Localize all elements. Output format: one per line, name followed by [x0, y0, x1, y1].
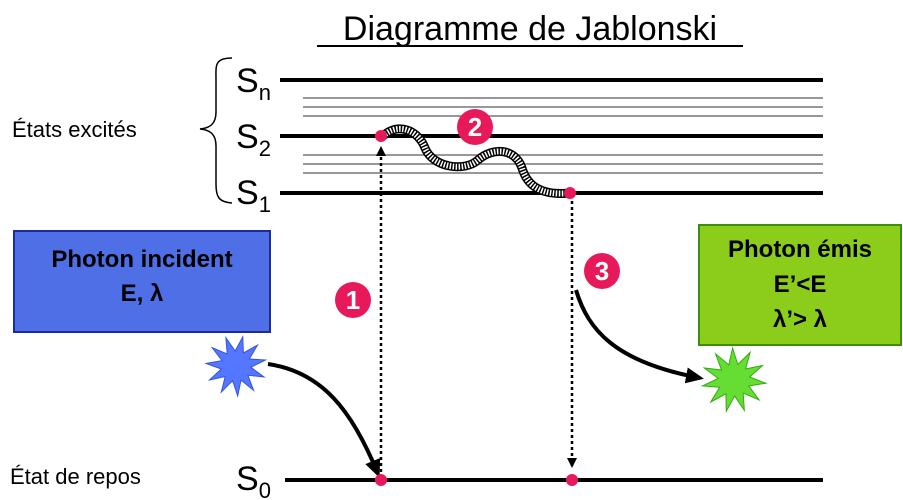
incident-photon-path	[267, 362, 381, 478]
incident-photon-box	[13, 230, 271, 333]
state-label-s0: S0	[236, 460, 271, 500]
step-1-number: 1	[346, 285, 360, 315]
emitted-box-line1: Photon émis	[728, 236, 872, 263]
incident-photon-star-icon	[204, 334, 268, 398]
step-1-badge	[335, 282, 371, 318]
transition-dot-s1	[564, 187, 576, 199]
state-label-s2: S2	[236, 118, 271, 161]
ground-state-label: État de repos	[10, 464, 141, 489]
excited-states-brace	[199, 57, 233, 204]
step-2-number: 2	[468, 112, 482, 142]
transition-dot-s0-absorption	[375, 474, 387, 486]
step-2-badge	[457, 109, 493, 145]
transition-dot-s0-emission	[566, 474, 578, 486]
step-3-badge	[584, 253, 620, 289]
diagram-title: Diagramme de Jablonski	[343, 10, 717, 48]
emitted-box-line3: λ’> λ	[773, 306, 827, 333]
excited-states-label: États excités	[12, 117, 137, 142]
step-3-number: 3	[595, 256, 609, 286]
emitted-box-line2: E’<E	[774, 271, 827, 298]
incident-box-line1: Photon incident	[51, 246, 232, 273]
emitted-photon-box	[698, 224, 902, 346]
state-label-s1: S1	[236, 174, 271, 217]
state-label-sn: Sn	[236, 62, 271, 105]
incident-box-line2: E, λ	[121, 280, 164, 307]
emitted-photon-star-icon	[700, 346, 768, 413]
relaxation-wave-hatch	[380, 125, 571, 197]
transition-dot-s2	[375, 130, 387, 142]
emitted-photon-path	[574, 289, 704, 384]
